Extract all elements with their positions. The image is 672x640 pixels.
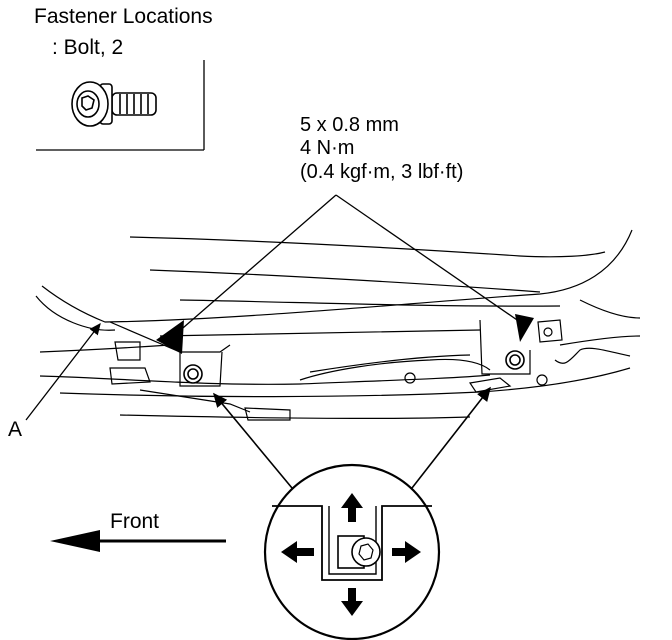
legend-title: Fastener Locations <box>34 5 213 28</box>
front-direction-arrow <box>50 530 226 552</box>
spec-torque: 4 N·m <box>300 137 355 159</box>
label-a: A <box>8 418 23 441</box>
bolt-location-right <box>505 350 525 370</box>
legend-item-label: : Bolt, 2 <box>52 36 124 59</box>
leader-arrowhead-left <box>156 320 184 354</box>
spec-leaders <box>175 194 521 335</box>
spec-torque-alt: (0.4 kgf·m, 3 lbf·ft) <box>300 161 464 183</box>
bolt-location-left <box>183 364 203 384</box>
label-a-leader <box>25 322 101 421</box>
leader-arrowhead-right <box>515 314 534 342</box>
legend-box <box>36 60 205 151</box>
flange-bolt-icon <box>71 81 157 127</box>
vehicle-panel-outline <box>35 229 641 421</box>
front-label: Front <box>110 510 160 533</box>
detail-pointers <box>212 386 491 489</box>
clip-movement-arrows-icon <box>263 463 441 640</box>
spec-thread-size: 5 x 0.8 mm <box>300 114 399 136</box>
